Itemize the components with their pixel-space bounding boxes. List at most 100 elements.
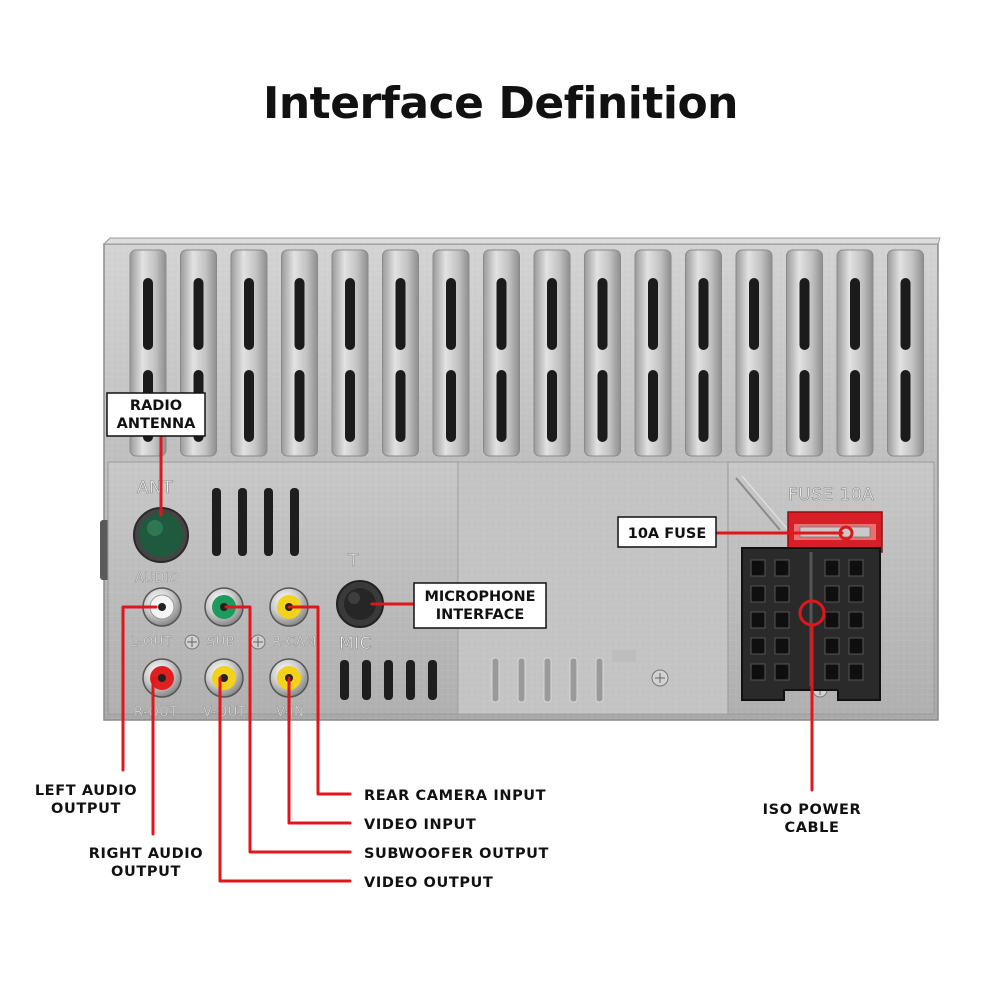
panel-vent-slot (384, 660, 393, 700)
vent-slot (749, 278, 759, 350)
leader-fuse-ring (838, 525, 854, 541)
leader-video-output (218, 676, 352, 883)
iso-pin (750, 637, 766, 655)
leader-rear-camera (287, 605, 352, 796)
vent-rib (836, 249, 874, 457)
vent-slot (446, 370, 456, 442)
vent-slot (547, 278, 557, 350)
vent-rib (281, 249, 318, 457)
vent-slot (698, 370, 709, 442)
panel-slot-vents (212, 488, 604, 703)
output-labels: LEFT AUDIO OUTPUT RIGHT AUDIO OUTPUT REA… (35, 783, 861, 891)
iso-pin (848, 559, 864, 577)
iso-pin (824, 585, 840, 603)
vent-slot (345, 278, 355, 350)
label-left-audio-line1: LEFT AUDIO (35, 783, 137, 799)
iso-pin (750, 611, 766, 629)
vent-slot (799, 370, 810, 442)
callout-microphone-interface: MICROPHONE INTERFACE (413, 582, 547, 629)
iso-pin (848, 663, 864, 681)
iso-connector-pins (750, 559, 864, 681)
iso-pin (824, 611, 840, 629)
callout-fuse-text: 10A FUSE (628, 526, 706, 542)
callout-microphone-line2: INTERFACE (436, 607, 525, 623)
iso-pin (824, 663, 840, 681)
vent-slot (648, 370, 658, 442)
leader-right-audio (151, 676, 158, 836)
cooling-vent-ribs (129, 249, 924, 457)
label-right-audio-line1: RIGHT AUDIO (89, 846, 203, 862)
vent-rib (887, 249, 924, 457)
vent-rib (685, 249, 722, 457)
rca-jack-video-out (204, 658, 244, 698)
vent-slot (294, 370, 305, 442)
vent-slot (597, 278, 608, 350)
label-subwoofer-output: SUBWOOFER OUTPUT (364, 846, 549, 862)
panel-vent-slot (340, 660, 349, 700)
iso-pin (824, 559, 840, 577)
vent-rib (382, 249, 419, 457)
iso-pin (750, 663, 766, 681)
vent-slot (395, 278, 406, 350)
antenna-port (133, 507, 189, 563)
panel-rib (595, 657, 604, 703)
vent-rib (634, 249, 672, 457)
label-video-input: VIDEO INPUT (364, 817, 476, 833)
vent-slot (496, 278, 507, 350)
label-left-audio-line2: OUTPUT (51, 801, 121, 817)
callout-microphone-line1: MICROPHONE (424, 589, 535, 605)
panel-vent-slot (238, 488, 247, 556)
vent-rib (735, 249, 773, 457)
panel-rib (569, 657, 578, 703)
iso-pin (848, 611, 864, 629)
emboss-sub: SUB (207, 635, 235, 650)
embossed-markings: ANT AUDIO L-OUT SUB R-CAM R-OUT V-OUT V-… (130, 478, 874, 721)
vent-rib (230, 249, 268, 457)
vent-slot (143, 278, 153, 350)
vent-slot (850, 278, 860, 350)
panel-vent-slot (212, 488, 221, 556)
panel-vent-slot (428, 660, 437, 700)
vent-slot (900, 278, 911, 350)
vent-slot (597, 370, 608, 442)
vent-slot (496, 370, 507, 442)
rca-jack-right-out (142, 658, 182, 698)
vent-slot (850, 370, 860, 442)
emboss-ant: ANT (137, 478, 173, 498)
callout-radio-antenna-line1: RADIO (130, 398, 182, 414)
leader-lines (121, 433, 854, 883)
iso-pin (774, 637, 790, 655)
rca-jack-left-out (142, 587, 182, 627)
emboss-l-out: L-OUT (130, 635, 172, 650)
label-iso-power-line2: CABLE (784, 820, 839, 836)
vent-slot (698, 278, 709, 350)
label-video-output: VIDEO OUTPUT (364, 875, 493, 891)
vent-slot (193, 278, 204, 350)
iso-pin (774, 663, 790, 681)
vent-slot (547, 370, 557, 442)
vent-rib (584, 249, 621, 457)
panel-rib (543, 657, 552, 703)
vent-slot (749, 370, 759, 442)
leader-left-audio (121, 605, 158, 772)
panel-rib (517, 657, 526, 703)
iso-pin (848, 585, 864, 603)
emboss-fuse: FUSE 10A (788, 485, 874, 505)
callout-radio-antenna: RADIO ANTENNA (106, 392, 206, 437)
iso-pin (774, 559, 790, 577)
vent-slot (395, 370, 406, 442)
iso-pin (774, 585, 790, 603)
callout-radio-antenna-line2: ANTENNA (117, 416, 196, 432)
vent-slot (294, 278, 305, 350)
vent-slot (799, 278, 810, 350)
label-iso-power-line1: ISO POWER (763, 802, 862, 818)
panel-rib (491, 657, 500, 703)
vent-rib (483, 249, 520, 457)
vent-slot (345, 370, 355, 442)
vent-rib (432, 249, 470, 457)
iso-pin (750, 559, 766, 577)
iso-pin (750, 585, 766, 603)
emboss-r-out: R-OUT (134, 705, 178, 720)
